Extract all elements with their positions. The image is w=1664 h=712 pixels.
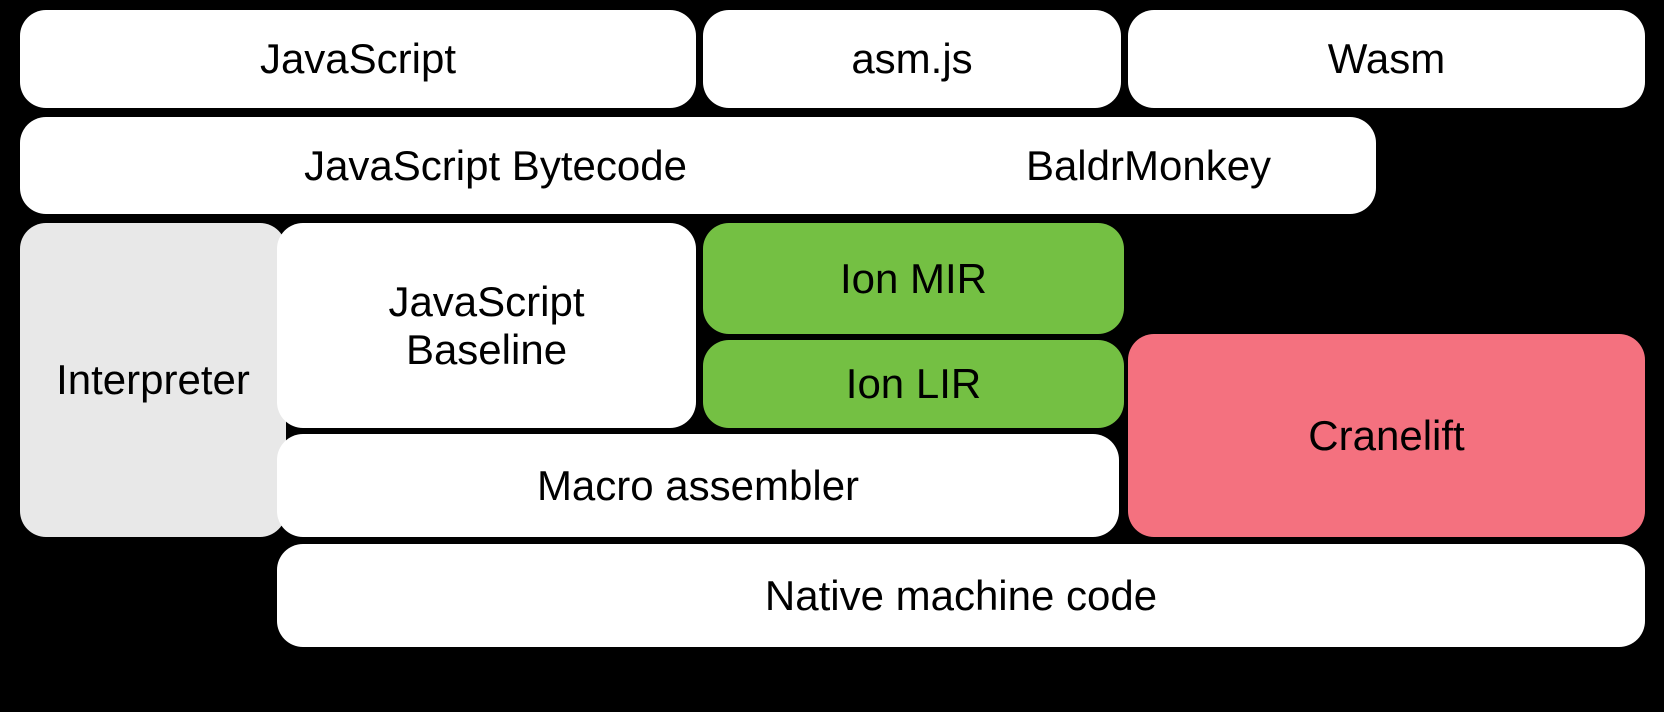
node-cranelift: Cranelift <box>1128 334 1645 537</box>
node-asm-js: asm.js <box>703 10 1121 108</box>
node-javascript-bytecode: JavaScript Bytecode <box>20 117 971 214</box>
node-macro-assembler: Macro assembler <box>277 434 1119 537</box>
node-interpreter: Interpreter <box>20 223 286 537</box>
node-ion-mir: Ion MIR <box>703 223 1124 334</box>
node-native-machine-code: Native machine code <box>277 544 1645 647</box>
node-javascript: JavaScript <box>20 10 696 108</box>
node-javascript-baseline: JavaScript Baseline <box>277 223 696 428</box>
node-wasm: Wasm <box>1128 10 1645 108</box>
node-ion-lir: Ion LIR <box>703 340 1124 428</box>
node-baldrmonkey: BaldrMonkey <box>921 117 1376 214</box>
